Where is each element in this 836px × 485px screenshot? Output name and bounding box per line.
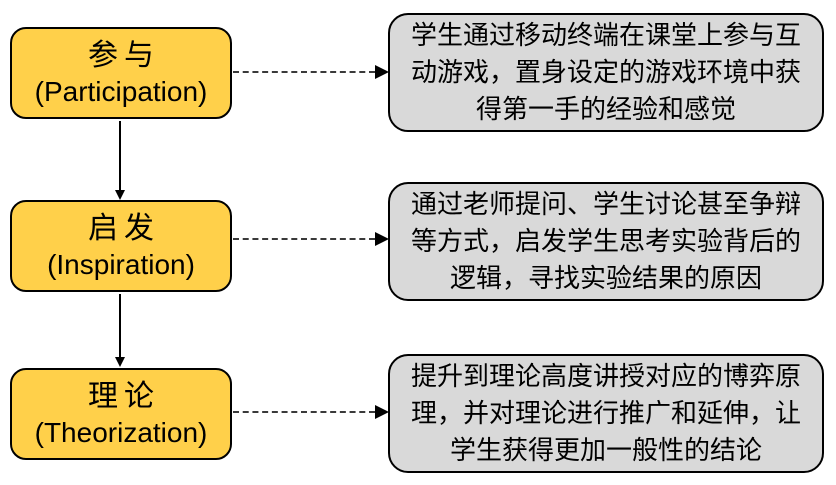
- description-line: 等方式，启发学生思考实验背后的: [410, 227, 801, 256]
- description-line: 动游戏，置身设定的游戏环境中获: [410, 58, 801, 87]
- description-line: 提升到理论高度讲授对应的博弈原: [410, 362, 801, 391]
- arrow-participation-to-inspiration: [115, 121, 125, 200]
- description-box-inspiration: 通过老师提问、学生讨论甚至争辩 等方式，启发学生思考实验背后的 逻辑，寻找实验结…: [388, 182, 824, 301]
- description-line: 通过老师提问、学生讨论甚至争辩: [410, 190, 801, 219]
- description-box-participation: 学生通过移动终端在课堂上参与互 动游戏，置身设定的游戏环境中获 得第一手的经验和…: [388, 13, 824, 132]
- description-line: 学生获得更加一般性的结论: [449, 436, 762, 465]
- stage-label-en-participation: (Participation): [34, 76, 208, 107]
- dashed-arrow-participation-description: [233, 65, 389, 79]
- stage-label-zh-participation: 参与: [88, 39, 160, 72]
- stage-box-inspiration: 启发 (Inspiration): [10, 200, 232, 292]
- dashed-arrow-theorization-description: [233, 405, 389, 419]
- description-line: 学生通过移动终端在课堂上参与互: [410, 21, 801, 50]
- dashed-arrow-inspiration-description: [233, 232, 389, 246]
- stage-label-en-inspiration: (Inspiration): [47, 249, 195, 280]
- description-line: 逻辑，寻找实验结果的原因: [449, 264, 762, 293]
- description-box-theorization: 提升到理论高度讲授对应的博弈原 理，并对理论进行推广和延伸，让 学生获得更加一般…: [388, 354, 824, 473]
- stage-box-theorization: 理论 (Theorization): [10, 368, 232, 460]
- description-line: 得第一手的经验和感觉: [475, 95, 736, 124]
- stage-label-zh-theorization: 理论: [88, 380, 160, 413]
- arrow-inspiration-to-theorization: [115, 294, 125, 367]
- stage-label-en-theorization: (Theorization): [34, 417, 208, 448]
- description-line: 理，并对理论进行推广和延伸，让: [410, 399, 801, 428]
- stage-label-zh-inspiration: 启发: [88, 212, 160, 245]
- stage-box-participation: 参与 (Participation): [10, 27, 232, 119]
